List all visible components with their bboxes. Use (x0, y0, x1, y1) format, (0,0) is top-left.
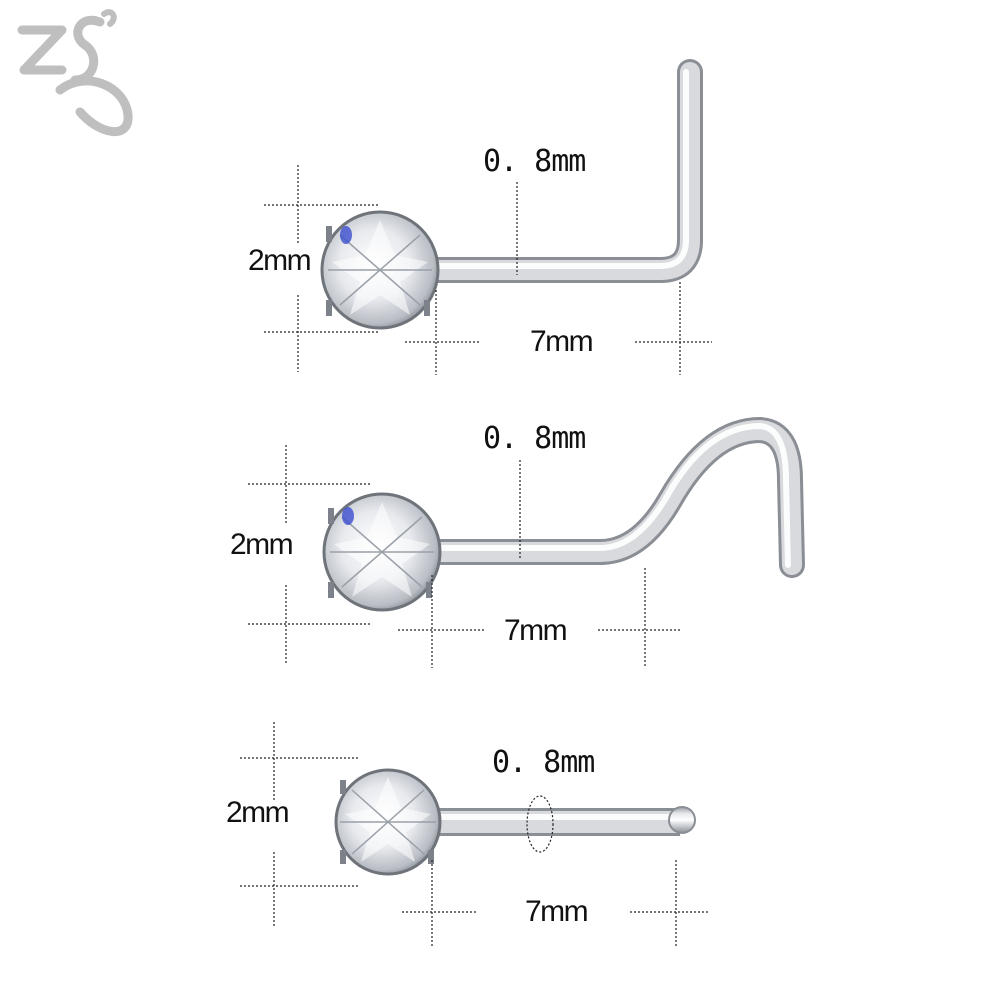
wire-gauge-label: 0. 8mm (483, 421, 586, 456)
piece-straight (240, 722, 710, 946)
length-label: 7mm (525, 895, 589, 928)
dimension-guides (240, 722, 710, 946)
brand-logo (17, 9, 133, 136)
piece-screw (248, 416, 805, 668)
length-label: 7mm (504, 614, 568, 647)
gem-stone (322, 492, 442, 612)
gem-size-label: 2mm (248, 244, 312, 277)
piece-l-bend (264, 59, 712, 375)
wire-gauge-label: 0. 8mm (492, 745, 595, 780)
gem-stone (334, 768, 442, 876)
wire-gauge-label: 0. 8mm (483, 144, 586, 179)
gem-size-label: 2mm (230, 528, 294, 561)
dimension-guides (264, 165, 712, 375)
gem-size-label: 2mm (226, 796, 290, 829)
length-label: 7mm (530, 325, 594, 358)
gem-stone (320, 210, 440, 330)
dimension-guides (248, 445, 680, 668)
